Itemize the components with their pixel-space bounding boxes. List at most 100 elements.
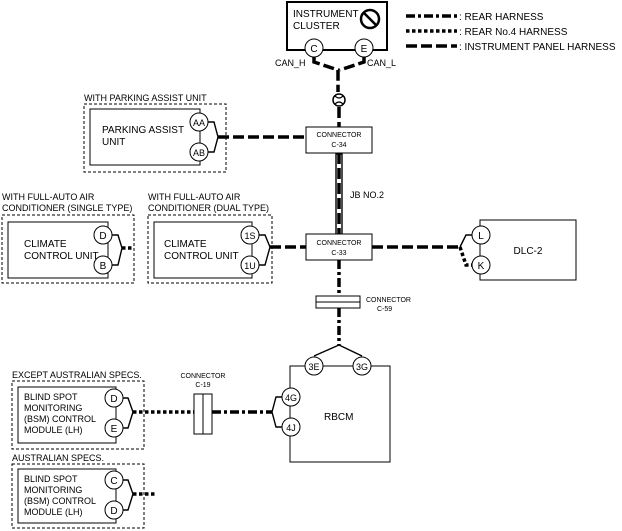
jb-label: JB NO.2	[350, 190, 384, 200]
climate-dual-label-2: CONTROL UNIT	[164, 251, 239, 262]
connector-c34: CONNECTOR C-34	[305, 126, 373, 154]
bsm-au-box	[17, 468, 117, 524]
connector-c59: CONNECTOR C-59	[315, 295, 411, 313]
climate-dual-group: WITH FULL-AUTO AIR CONDITIONER (DUAL TYP…	[147, 192, 273, 284]
climate-single-dashed-frame	[1, 214, 135, 284]
rbcm-label: RBCM	[324, 412, 353, 423]
climate-dual-pin-1s-label: 1S	[244, 231, 255, 241]
dlc-2-label: DLC-2	[514, 246, 543, 257]
bsm-except-au-label-1: BLIND SPOT	[24, 392, 78, 402]
climate-single-pin-b-label: B	[100, 261, 107, 272]
can-h-label: CAN_H	[275, 58, 306, 68]
rbcm: RBCM 3E 3G 4G 4J	[281, 356, 391, 463]
parking-assist-pin-ab-label: AB	[193, 148, 205, 158]
parking-assist-label-2: UNIT	[102, 137, 125, 148]
dlc-2-pin-k	[471, 255, 491, 275]
legend-rear4-label: : REAR No.4 HARNESS	[459, 27, 568, 38]
rbcm-pin-3e-label: 3E	[308, 362, 319, 372]
twisted-pair-icon	[332, 93, 346, 107]
climate-single-group-label-1: WITH FULL-AUTO AIR	[2, 192, 95, 202]
wire-cluster-can-l	[339, 57, 366, 72]
bsm-except-au-pin-e-label: E	[111, 424, 118, 435]
parking-assist-group: WITH PARKING ASSIST UNIT PARKING ASSIST …	[83, 93, 227, 173]
dlc-2-box	[479, 219, 577, 281]
wire-rbcm-3e	[313, 344, 340, 357]
bsm-au-group: AUSTRALIAN SPECS. BLIND SPOT MONITORING …	[11, 453, 145, 529]
climate-dual-box	[153, 221, 253, 279]
climate-single-label-2: CONTROL UNIT	[24, 251, 99, 262]
wire-dlc-pin-l	[459, 234, 472, 248]
bsm-au-label-2: MONITORING	[24, 485, 82, 495]
connector-c34-box	[305, 126, 373, 154]
bsm-except-au-label-4: MODULE (LH)	[24, 425, 83, 435]
legend: : REAR HARNESS : REAR No.4 HARNESS : INS…	[406, 12, 616, 53]
wire-rbcm-4g-4j-pair	[271, 396, 282, 428]
connector-c34-label-2: C-34	[331, 142, 346, 149]
connector-c59-label-1: CONNECTOR	[366, 297, 411, 304]
climate-dual-label-1: CLIMATE	[164, 239, 207, 250]
rbcm-pin-3g	[352, 356, 372, 376]
climate-dual-dashed-frame	[147, 214, 273, 284]
dlc-2-pin-l-label: L	[478, 231, 484, 242]
bsm-au-label-4: MODULE (LH)	[24, 507, 83, 517]
connector-c33: CONNECTOR C-33	[305, 233, 373, 261]
wire-rbcm-3g	[338, 344, 363, 357]
bsm-except-au-box	[17, 386, 117, 444]
legend-ip-label: : INSTRUMENT PANEL HARNESS	[459, 42, 616, 53]
wire-parking-assist-pair	[208, 121, 219, 153]
connector-c19-label-2: C-19	[195, 382, 210, 389]
instrument-cluster-label-1: INSTRUMENT	[293, 9, 359, 20]
climate-dual-pin-1u-label: 1U	[244, 261, 256, 271]
rbcm-box	[289, 365, 391, 463]
bsm-except-au-label-3: (BSM) CONTROL	[24, 414, 96, 424]
bsm-au-pin-d-label: D	[110, 506, 117, 517]
dlc-2-pin-k-label: K	[478, 261, 485, 272]
rbcm-pin-3e	[304, 356, 324, 376]
wire-bsm-except-au-pair	[123, 397, 134, 429]
dlc-2: DLC-2 L K	[471, 219, 577, 281]
parking-assist-label-1: PARKING ASSIST	[102, 125, 184, 136]
connector-c19-label-1: CONNECTOR	[181, 373, 226, 380]
parking-assist-group-label: WITH PARKING ASSIST UNIT	[84, 93, 207, 103]
instrument-cluster-pin-c-label: C	[310, 44, 317, 55]
climate-dual-group-label-1: WITH FULL-AUTO AIR	[148, 192, 241, 202]
parking-assist-pin-aa-label: AA	[193, 118, 205, 128]
bsm-au-dashed-frame	[11, 463, 145, 529]
bsm-au-group-label: AUSTRALIAN SPECS.	[12, 453, 104, 463]
climate-single-label-1: CLIMATE	[24, 239, 67, 250]
wire-climate-single-pair	[112, 234, 123, 266]
wire-cluster-can-h	[312, 57, 340, 92]
can-l-label: CAN_L	[367, 58, 396, 68]
bsm-except-au-pin-d-label: D	[110, 394, 117, 405]
bsm-except-au-group: EXCEPT AUSTRALIAN SPECS. BLIND SPOT MONI…	[11, 370, 145, 450]
climate-single-group-label-2: CONDITIONER (SINGLE TYPE)	[2, 203, 132, 213]
instrument-cluster: INSTRUMENT CLUSTER C E CAN_H CAN_L	[275, 1, 396, 68]
connector-c19: CONNECTOR C-19	[181, 373, 226, 435]
parking-assist-box	[89, 108, 201, 166]
wire-climate-dual-pair	[259, 234, 271, 266]
climate-single-box	[7, 221, 109, 279]
wire-dlc-pin-k	[458, 246, 472, 267]
climate-single-group: WITH FULL-AUTO AIR CONDITIONER (SINGLE T…	[1, 192, 135, 284]
climate-single-pin-d-label: D	[99, 231, 106, 242]
bsm-except-au-label-2: MONITORING	[24, 403, 82, 413]
climate-dual-group-label-2: CONDITIONER (DUAL TYPE)	[148, 203, 269, 213]
connector-c59-label-2: C-59	[377, 306, 392, 313]
no-symbol-icon	[359, 8, 381, 30]
wire-bsm-au-pair	[123, 479, 134, 511]
bsm-except-au-dashed-frame	[11, 380, 145, 450]
rbcm-pin-3g-label: 3G	[356, 362, 368, 372]
instrument-cluster-pin-e-label: E	[361, 44, 368, 55]
rbcm-pin-4j-label: 4J	[286, 423, 296, 433]
bsm-au-label-3: (BSM) CONTROL	[24, 496, 96, 506]
legend-rear-label: : REAR HARNESS	[459, 12, 544, 23]
bsm-except-au-group-label: EXCEPT AUSTRALIAN SPECS.	[12, 370, 142, 380]
dlc-2-pin-l	[471, 225, 491, 245]
connector-c34-label-1: CONNECTOR	[317, 132, 362, 139]
bsm-au-label-1: BLIND SPOT	[24, 474, 78, 484]
connector-c33-label-2: C-33	[331, 250, 346, 257]
connector-c33-label-1: CONNECTOR	[317, 240, 362, 247]
rbcm-pin-4g-label: 4G	[285, 393, 297, 403]
bsm-au-pin-c-label: C	[110, 476, 117, 487]
